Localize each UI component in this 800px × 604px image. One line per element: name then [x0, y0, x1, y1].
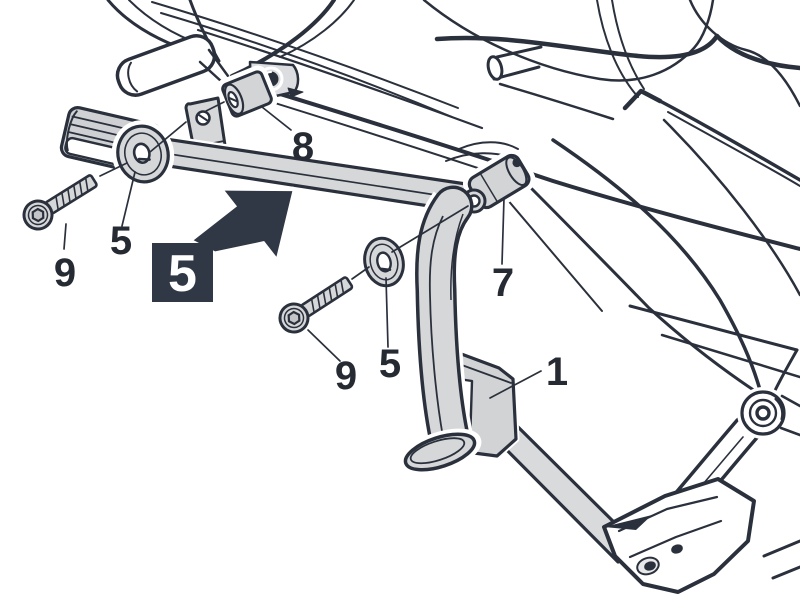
stalk-mount-arm [198, 48, 230, 84]
frame-rail-line [196, 28, 484, 130]
leader-bushing7 [501, 197, 505, 265]
mount-direction-arrow-icon [189, 186, 297, 262]
tail-side-edge [551, 138, 762, 392]
leader-washer-eye [391, 205, 469, 253]
stalk-tip-line [127, 61, 139, 93]
bracket-tube [411, 185, 474, 462]
callout-label-9-left: 9 [54, 251, 76, 295]
leader-plate1 [489, 370, 542, 399]
step-badge-number: 5 [168, 245, 197, 303]
tail-side-edge [662, 118, 800, 297]
leader-bolt9-left [63, 223, 67, 250]
bracket-foot [398, 428, 482, 476]
callout-label-8: 8 [292, 125, 314, 169]
leader-washer5-left [121, 171, 136, 227]
callout-label-9-middle: 9 [335, 354, 357, 398]
step-badge-box [152, 243, 213, 302]
side-panel-line [505, 197, 603, 312]
seat-cowl-edge [230, 0, 336, 78]
leader-spacer8 [261, 106, 292, 131]
passenger-footpeg-hanger [602, 387, 800, 594]
callout-labels: 9 5 8 9 5 7 1 [54, 125, 568, 398]
seat-cowl-edge [279, 0, 355, 58]
leader-tab-washer [149, 121, 187, 153]
seat-seam [596, 0, 639, 98]
tube-highlight-line [450, 213, 464, 301]
turn-signal-stalk [115, 33, 230, 97]
tail-panel-edge [667, 111, 800, 187]
bolt-part-9-left [13, 161, 108, 240]
leader-bolt-washer-middle [351, 266, 370, 280]
washer-part-5-middle [358, 232, 410, 292]
bolt-part-9-middle [268, 264, 364, 344]
panel-bottom-edge [229, 77, 800, 251]
leader-bolt9-middle [307, 329, 341, 362]
heat-shield-line [660, 333, 800, 379]
seat-seam [611, 0, 645, 90]
side-panel-line [519, 176, 757, 393]
motorcycle-bodywork [106, 0, 800, 401]
tail-panel-edge [658, 99, 800, 182]
panel-exit-lines [762, 539, 800, 580]
spacer-part-8 [216, 65, 278, 123]
callout-label-7: 7 [492, 261, 514, 305]
leader-washer5-middle [385, 277, 389, 348]
leader-bolt-washer-left [99, 162, 128, 177]
mount-pocket-line [458, 141, 519, 150]
callout-label-5-left: 5 [110, 219, 132, 263]
step-badge: 5 [152, 243, 213, 303]
tube-highlight-line [428, 215, 444, 438]
washer-part-5-left [111, 120, 175, 188]
pivot-bolt [740, 390, 786, 436]
leader-lines [63, 101, 542, 399]
leader-spacer-tab [205, 101, 225, 112]
seat-bottom-edge [714, 33, 800, 71]
tail-cowl-edge [688, 0, 800, 108]
callout-label-5-middle: 5 [379, 342, 401, 386]
callout-label-1: 1 [546, 350, 568, 394]
grab-rail-tube [486, 45, 615, 121]
seat-bottom-edge [434, 33, 720, 60]
panel-notch [622, 88, 663, 111]
